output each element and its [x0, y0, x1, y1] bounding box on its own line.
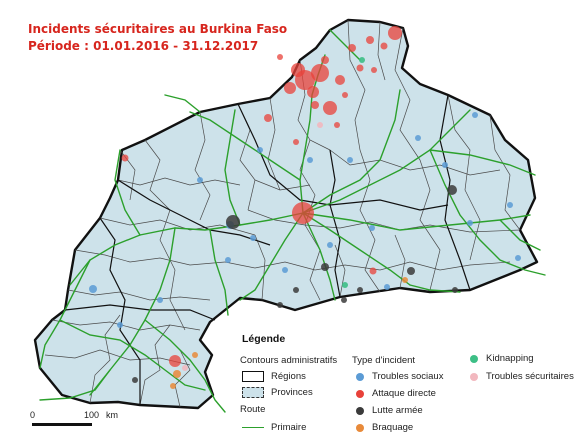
attaque-directe-dot-icon [356, 389, 364, 398]
legend-item-attaque-directe: Attaque directe [356, 388, 436, 399]
incidents-lutte-armee [132, 185, 458, 383]
scale-bar-line [32, 423, 92, 426]
legend-label-lutte-armee: Lutte armée [372, 405, 423, 416]
legend-label-troubles-securitaires: Troubles sécuritaires [486, 371, 574, 382]
incidents-troubles-securitaires [182, 122, 323, 371]
legend-item-primaire: Primaire [242, 422, 306, 433]
map-subtitle-period: Période : 01.01.2016 - 31.12.2017 [28, 39, 259, 53]
braquage-dot-icon [356, 423, 364, 432]
legend-label-braquage: Braquage [372, 422, 414, 433]
legend-label-provinces: Provinces [271, 387, 313, 398]
legend-type-heading: Type d'incident [352, 355, 416, 366]
legend-label-kidnapping: Kidnapping [486, 353, 534, 364]
legend-item-braquage: Braquage [356, 422, 413, 433]
incidents-attaque-directe [121, 26, 402, 367]
legend-route-heading: Route [240, 404, 266, 415]
legend-item-provinces: Provinces [242, 387, 313, 398]
scale-label-zero: 0 [30, 410, 36, 420]
legend: Légende Contours administratifs Régions … [234, 330, 574, 440]
kidnapping-dot-icon [470, 354, 478, 363]
legend-label-troubles-sociaux: Troubles sociaux [372, 371, 444, 382]
legend-item-kidnapping: Kidnapping [470, 353, 534, 364]
legend-admin-heading: Contours administratifs [240, 355, 338, 366]
primary-road-swatch [242, 427, 264, 428]
legend-label-primaire: Primaire [271, 422, 307, 433]
legend-item-troubles-securitaires: Troubles sécuritaires [470, 371, 574, 382]
legend-label-regions: Régions [271, 371, 306, 382]
legend-panel [234, 330, 574, 440]
country-outline [33, 18, 539, 410]
legend-item-troubles-sociaux: Troubles sociaux [356, 371, 443, 382]
legend-title: Légende [242, 333, 286, 345]
legend-item-lutte-armee: Lutte armée [356, 405, 423, 416]
provinces-swatch [242, 387, 264, 398]
legend-label-attaque-directe: Attaque directe [372, 388, 436, 399]
troubles-sociaux-dot-icon [356, 372, 364, 381]
scale-label-unit: km [106, 410, 118, 420]
lutte-armee-dot-icon [356, 406, 364, 415]
incidents-kidnapping [342, 57, 365, 288]
region-boundaries [64, 94, 471, 405]
incidents-braquage [170, 277, 408, 389]
scale-bar: 0 100 km [30, 410, 220, 438]
map-title: Incidents sécuritaires au Burkina Faso [28, 22, 288, 36]
incidents-troubles-sociaux [89, 112, 521, 328]
troubles-securitaires-dot-icon [470, 372, 478, 381]
regions-swatch [242, 371, 264, 382]
scale-label-hundred: 100 [84, 410, 100, 420]
legend-item-regions: Régions [242, 371, 306, 382]
